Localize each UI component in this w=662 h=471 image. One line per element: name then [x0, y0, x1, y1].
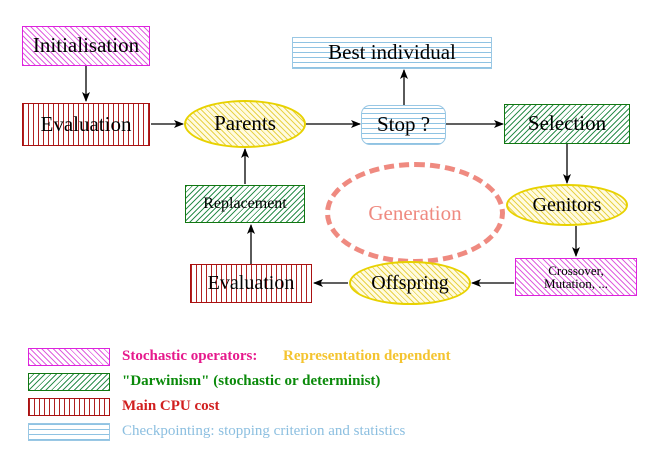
node-evaluation-bottom[interactable]: Evaluation [190, 264, 312, 303]
node-replacement-label: Replacement [203, 194, 287, 212]
node-crossover-line1: Crossover, [548, 262, 604, 278]
legend-swatch-darwinism [28, 373, 110, 391]
node-initialisation-label: Initialisation [32, 33, 140, 58]
node-evaluation-top-label: Evaluation [40, 111, 132, 136]
node-offspring-label: Offspring [371, 271, 449, 294]
node-generation: Generation [325, 162, 505, 264]
legend-label-representation-dependent: Representation dependent [283, 348, 451, 364]
legend-swatch-cpu-cost [28, 398, 110, 416]
legend-label-darwinism: "Darwinism" (stochastic or determinist) [122, 373, 381, 389]
legend-swatch-checkpointing [28, 423, 110, 441]
node-initialisation[interactable]: Initialisation [22, 26, 150, 66]
node-crossover-line2: Mutation, ... [544, 276, 608, 291]
node-crossover-mutation[interactable]: Crossover, Mutation, ... [515, 258, 637, 296]
node-genitors-label: Genitors [532, 193, 602, 216]
node-best-individual[interactable]: Best individual [292, 37, 492, 69]
node-genitors[interactable]: Genitors [506, 184, 628, 226]
node-replacement[interactable]: Replacement [185, 185, 305, 223]
legend-label-cpu-cost: Main CPU cost [122, 398, 220, 414]
legend-label-stochastic: Stochastic operators: [122, 348, 258, 364]
legend-swatch-stochastic [28, 348, 110, 366]
node-evaluation-bottom-label: Evaluation [207, 272, 295, 295]
node-offspring[interactable]: Offspring [349, 261, 471, 305]
node-selection-label: Selection [527, 111, 607, 136]
node-parents[interactable]: Parents [184, 100, 306, 148]
node-generation-label: Generation [368, 200, 462, 225]
node-parents-label: Parents [214, 111, 276, 136]
node-best-individual-label: Best individual [328, 40, 456, 65]
node-evaluation-top[interactable]: Evaluation [22, 103, 150, 146]
node-selection[interactable]: Selection [504, 104, 630, 144]
node-stop-label: Stop ? [376, 112, 431, 137]
node-stop[interactable]: Stop ? [361, 105, 446, 145]
legend-label-checkpointing: Checkpointing: stopping criterion and st… [122, 423, 406, 439]
